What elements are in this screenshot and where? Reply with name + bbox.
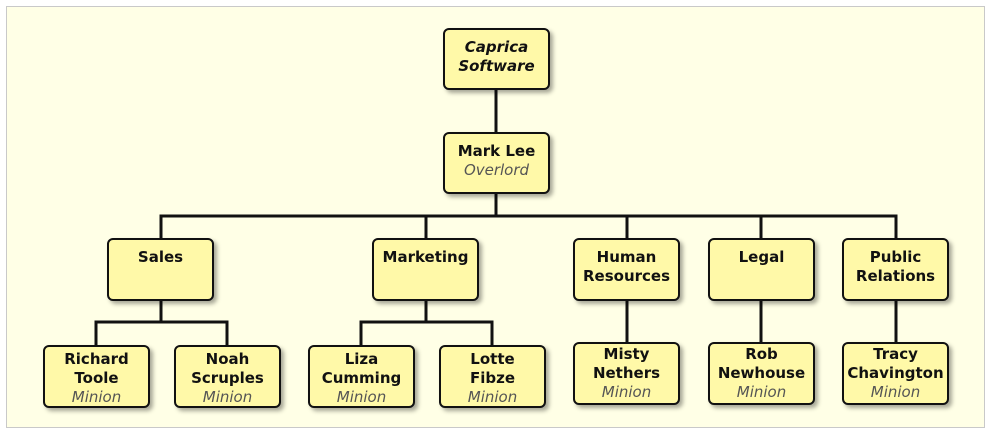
staff-name-line2: Cumming	[321, 369, 402, 387]
node-dept-sales[interactable]: Sales	[107, 238, 214, 301]
node-staff-liza-cumming[interactable]: Liza Cumming Minion	[308, 345, 415, 408]
staff-name-line2: Chavington	[847, 364, 944, 382]
node-staff-rob-newhouse[interactable]: Rob Newhouse Minion	[708, 342, 815, 405]
company-name-line2: Software	[458, 57, 535, 75]
dept-label-line1: Marketing	[382, 248, 469, 266]
staff-name-line2: Nethers	[592, 364, 661, 382]
head-name: Mark Lee	[457, 142, 536, 160]
dept-label-line1: Legal	[738, 248, 785, 266]
node-staff-richard-toole[interactable]: Richard Toole Minion	[43, 345, 150, 408]
node-head[interactable]: Mark Lee Overlord	[443, 132, 550, 194]
node-staff-noah-scruples[interactable]: Noah Scruples Minion	[174, 345, 281, 408]
staff-title: Minion	[336, 388, 387, 406]
staff-name-line2: Newhouse	[717, 364, 806, 382]
dept-label-line1: Sales	[137, 248, 184, 266]
node-staff-lotte-fibze[interactable]: Lotte Fibze Minion	[439, 345, 546, 408]
staff-title: Minion	[202, 388, 253, 406]
dept-label-line1: Public	[869, 248, 922, 266]
staff-name-line2: Toole	[74, 369, 119, 387]
node-company[interactable]: Caprica Software	[443, 28, 550, 90]
node-dept-legal[interactable]: Legal	[708, 238, 815, 301]
company-name-line1: Caprica	[464, 38, 529, 56]
dept-label-line2: Resources	[582, 267, 671, 285]
dept-label-line1: Human	[596, 248, 657, 266]
staff-name-line1: Misty	[603, 345, 650, 363]
dept-label-line2: Relations	[855, 267, 936, 285]
staff-title: Minion	[467, 388, 518, 406]
staff-name-line2: Scruples	[191, 369, 264, 387]
staff-name-line1: Noah	[205, 350, 250, 368]
staff-title: Minion	[71, 388, 122, 406]
staff-name-line2: Fibze	[469, 369, 516, 387]
node-dept-human-resources[interactable]: Human Resources	[573, 238, 680, 301]
node-staff-misty-nethers[interactable]: Misty Nethers Minion	[573, 342, 680, 405]
node-dept-public-relations[interactable]: Public Relations	[842, 238, 949, 301]
staff-name-line1: Richard	[64, 350, 129, 368]
staff-title: Minion	[870, 383, 921, 401]
node-staff-tracy-chavington[interactable]: Tracy Chavington Minion	[842, 342, 949, 405]
node-dept-marketing[interactable]: Marketing	[372, 238, 479, 301]
staff-title: Minion	[736, 383, 787, 401]
head-title: Overlord	[463, 161, 530, 179]
staff-name-line1: Rob	[745, 345, 778, 363]
staff-name-line1: Tracy	[873, 345, 918, 363]
staff-name-line1: Liza	[344, 350, 379, 368]
staff-name-line1: Lotte	[470, 350, 515, 368]
staff-title: Minion	[601, 383, 652, 401]
